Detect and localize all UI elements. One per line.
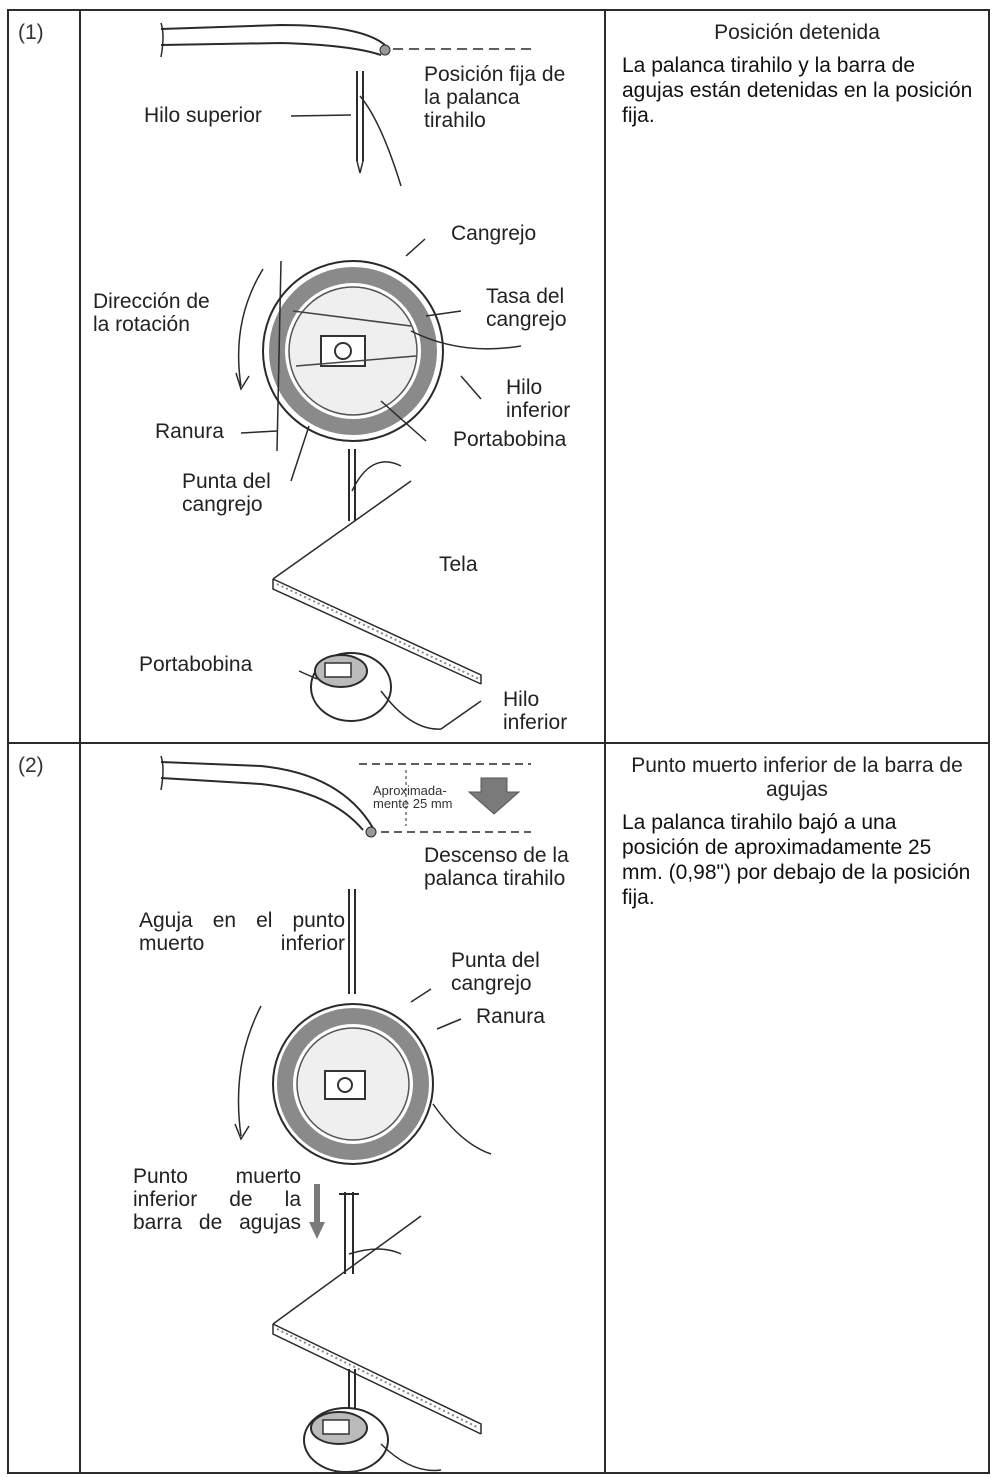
label-lever-descent: Descenso de la palanca tirahilo — [424, 844, 569, 890]
step-row-2: (2) — [8, 743, 989, 1473]
step-number-cell: (1) — [8, 10, 80, 743]
step-number: (2) — [9, 744, 79, 778]
label-needle-bdc: Aguja en el punto muerto inferior — [139, 909, 345, 955]
step-title: Posición detenida — [606, 11, 988, 45]
label-groove: Ranura — [155, 420, 224, 443]
hook-figure-stopped: Posición fija de la palanca tirahilo Hil… — [81, 11, 604, 742]
label-fixed-position: Posición fija de la palanca tirahilo — [424, 63, 565, 132]
figure-cell: Posición fija de la palanca tirahilo Hil… — [80, 10, 605, 743]
step-title: Punto muerto inferior de la barra de agu… — [606, 744, 988, 802]
description-cell: Posición detenida La palanca tirahilo y … — [605, 10, 989, 743]
label-upper-thread: Hilo superior — [144, 104, 262, 127]
label-lower-thread: Hilo inferior — [506, 376, 570, 422]
step-description: La palanca tirahilo bajó a una posición … — [606, 802, 988, 910]
step-description: La palanca tirahilo y la barra de agujas… — [606, 45, 988, 128]
label-lower-thread-2: Hilo inferior — [503, 688, 567, 734]
steps-table: (1) — [7, 9, 990, 1474]
step-row-1: (1) — [8, 10, 989, 743]
label-needle-bar-bdc: Punto muerto inferior de la barra de agu… — [133, 1165, 301, 1234]
label-groove: Ranura — [476, 1005, 545, 1028]
label-rotation-direction: Dirección de la rotación — [93, 290, 210, 336]
figure-cell: Aproximada- mente 25 mm Descenso de la p… — [80, 743, 605, 1473]
label-bobbin-case-2: Portabobina — [139, 653, 252, 676]
label-fabric: Tela — [439, 553, 478, 576]
step-number: (1) — [9, 11, 79, 45]
label-approx-25mm: Aproximada- mente 25 mm — [373, 784, 452, 810]
label-hook-point: Punta del cangrejo — [451, 949, 540, 995]
description-cell: Punto muerto inferior de la barra de agu… — [605, 743, 989, 1473]
step-number-cell: (2) — [8, 743, 80, 1473]
hook-figure-bottom-dead-center: Aproximada- mente 25 mm Descenso de la p… — [81, 744, 604, 1472]
label-hook: Cangrejo — [451, 222, 536, 245]
label-hook-point: Punta del cangrejo — [182, 470, 271, 516]
label-hook-basket: Tasa del cangrejo — [486, 285, 567, 331]
label-bobbin-case: Portabobina — [453, 428, 566, 451]
